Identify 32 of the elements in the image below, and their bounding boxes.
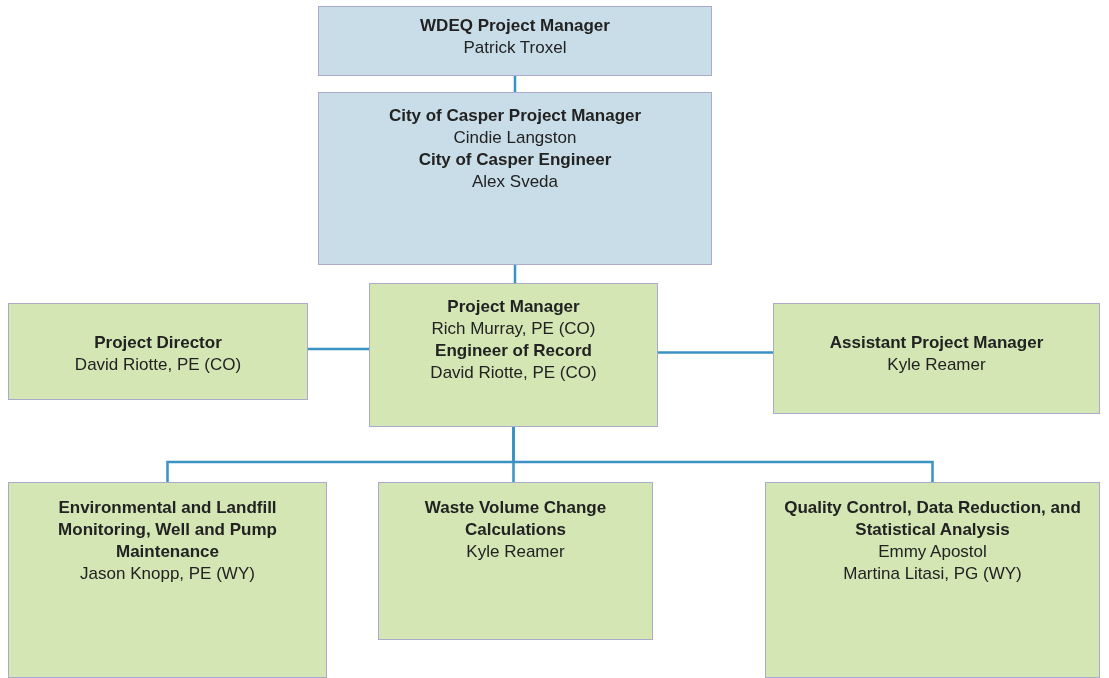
role-title: Engineer of Record — [435, 340, 592, 362]
person-name: Jason Knopp, PE (WY) — [80, 563, 255, 585]
org-chart-box — [369, 283, 658, 427]
org-chart-box — [318, 92, 712, 265]
person-name: Cindie Langston — [453, 127, 577, 149]
org-chart-box — [318, 6, 712, 76]
role-title: Project Manager — [447, 296, 580, 318]
org-chart-box — [8, 303, 308, 400]
person-name: Rich Murray, PE (CO) — [431, 318, 596, 340]
person-name: Martina Litasi, PG (WY) — [843, 563, 1022, 585]
role-title: Environmental and Landfill Monitoring, Well and Pump Maintenance — [57, 497, 278, 563]
person-name: Kyle Reamer — [887, 354, 986, 376]
connector-line — [512, 427, 934, 482]
role-title: Assistant Project Manager — [829, 332, 1044, 354]
person-name: Patrick Troxel — [463, 37, 567, 59]
person-name: David Riotte, PE (CO) — [74, 354, 242, 376]
org-chart-box — [378, 482, 653, 640]
person-name: Alex Sveda — [472, 171, 558, 193]
person-name: Emmy Apostol — [878, 541, 987, 563]
role-title: City of Casper Engineer — [418, 149, 612, 171]
role-title: Waste Volume Change Calculations — [423, 497, 608, 541]
org-chart-box — [773, 303, 1100, 414]
person-name: Kyle Reamer — [466, 541, 565, 563]
role-title: WDEQ Project Manager — [420, 15, 610, 37]
org-chart-box — [765, 482, 1100, 678]
role-title: Quality Control, Data Reduction, and Statistical Analysis — [783, 497, 1082, 541]
person-name: David Riotte, PE (CO) — [430, 362, 597, 384]
connector-line — [308, 347, 369, 351]
role-title: Project Director — [94, 332, 222, 354]
role-title: City of Casper Project Manager — [388, 105, 642, 127]
connector-line — [658, 351, 773, 354]
org-chart-box — [8, 482, 327, 678]
